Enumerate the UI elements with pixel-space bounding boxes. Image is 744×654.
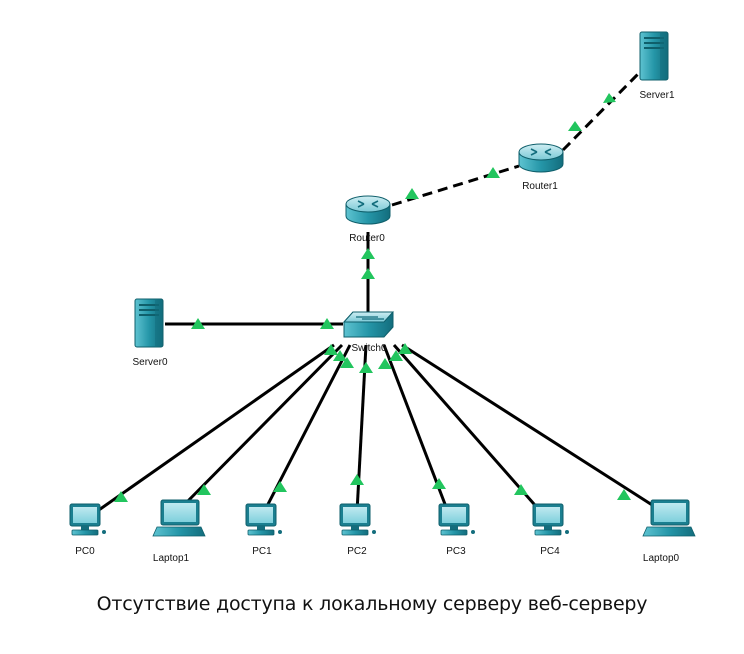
node-label: PC4 [540,546,560,557]
link-up-marker [361,248,375,259]
pc-icon [438,503,475,536]
link-up-marker [405,188,419,199]
pc-icon [245,503,282,536]
node-label: Switch0 [351,343,386,354]
link-up-marker [389,350,403,361]
link-router1-server1[interactable] [561,69,643,152]
server-icon [134,298,164,348]
switch0-node[interactable]: Switch0 [342,311,395,354]
switch-icon [342,311,395,338]
server1-node[interactable]: Server1 [639,31,675,101]
links-layer [95,69,661,514]
node-label: PC2 [347,546,367,557]
link-up-marker [350,474,364,485]
pc4-node[interactable]: PC4 [532,503,569,557]
link-switch0-pc0[interactable] [95,343,335,514]
diagram-caption: Отсутствие доступа к локальному серверу … [96,593,648,615]
link-up-marker [324,344,338,355]
link-up-marker [320,318,334,329]
link-up-marker [378,358,392,369]
node-label: Laptop1 [153,553,190,564]
link-up-marker [603,93,616,103]
router1-node[interactable]: Router1 [518,143,564,192]
node-label: Server0 [132,357,167,368]
link-up-marker [568,121,582,131]
link-up-marker [197,484,211,495]
node-label: Router0 [349,233,385,244]
link-up-marker [273,481,287,492]
node-label: PC3 [446,546,466,557]
laptop-icon [152,499,206,537]
laptop0-node[interactable]: Laptop0 [642,499,696,564]
link-switch0-laptop0[interactable] [401,343,661,512]
link-up-marker [114,491,128,502]
link-up-marker [361,268,375,279]
laptop1-node[interactable]: Laptop1 [152,499,206,564]
link-up-marker [359,362,373,373]
link-up-marker [617,489,631,500]
link-up-marker [191,318,205,329]
pc-icon [69,503,106,536]
pc-icon [532,503,569,536]
pc-icon [339,503,376,536]
server0-node[interactable]: Server0 [132,298,168,368]
server-icon [639,31,669,81]
node-label: Server1 [639,90,674,101]
link-up-marker [398,343,412,354]
link-up-marker [432,478,446,489]
node-label: Router1 [522,181,558,192]
link-up-marker [340,357,354,368]
link-switch0-laptop1[interactable] [180,343,344,509]
node-label: PC1 [252,546,272,557]
node-label: Laptop0 [643,553,680,564]
node-label: PC0 [75,546,95,557]
pc3-node[interactable]: PC3 [438,503,475,557]
link-up-marker [514,484,528,495]
router-icon [345,195,391,225]
pc2-node[interactable]: PC2 [339,503,376,557]
link-status-markers [114,93,631,502]
laptop-icon [642,499,696,537]
link-up-marker [333,350,347,361]
link-up-marker [486,167,500,178]
router0-node[interactable]: Router0 [345,195,391,244]
pc0-node[interactable]: PC0 [69,503,106,557]
pc1-node[interactable]: PC1 [245,503,282,557]
link-router0-router1[interactable] [391,164,520,207]
link-switch0-pc4[interactable] [392,344,543,513]
router-icon [518,143,564,173]
